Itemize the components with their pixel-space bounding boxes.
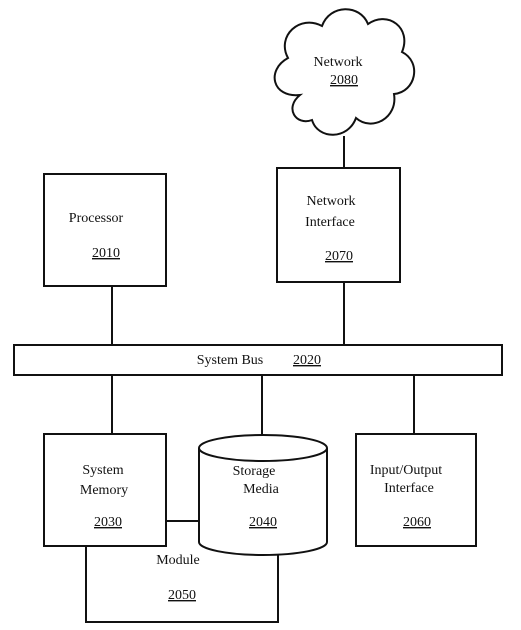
network-interface-number: 2070 xyxy=(325,249,353,264)
storage-media-label-line1: Storage xyxy=(233,464,276,479)
storage-media-number: 2040 xyxy=(249,515,277,530)
io-interface-box xyxy=(355,433,477,547)
network-interface-label-line1: Network xyxy=(307,194,356,209)
processor-label: Processor xyxy=(69,211,124,226)
system-memory-number: 2030 xyxy=(94,515,122,530)
storage-media-cylinder xyxy=(198,448,328,556)
network-label: Network xyxy=(314,55,363,70)
io-interface-label-line2: Interface xyxy=(384,481,434,496)
network-interface-label-line2: Interface xyxy=(305,215,355,230)
processor-box xyxy=(43,173,167,287)
module-outline xyxy=(85,546,279,623)
storage-media-label-line2: Media xyxy=(243,482,280,497)
storage-media-cylinder-top xyxy=(198,434,328,462)
network-interface-box xyxy=(276,167,401,283)
system-bus-number: 2020 xyxy=(293,353,321,368)
processor-number: 2010 xyxy=(92,246,120,261)
system-bus-label: System Bus xyxy=(197,353,264,368)
system-bus-box xyxy=(13,344,503,376)
network-number: 2080 xyxy=(330,73,358,88)
io-interface-number: 2060 xyxy=(403,515,431,530)
system-memory-label-line1: System xyxy=(82,463,123,478)
system-memory-box xyxy=(43,433,167,547)
io-interface-label-line1: Input/Output xyxy=(370,463,442,478)
module-number: 2050 xyxy=(168,588,196,603)
system-memory-label-line2: Memory xyxy=(80,483,128,498)
network-cloud xyxy=(273,8,416,136)
module-label: Module xyxy=(156,553,200,568)
